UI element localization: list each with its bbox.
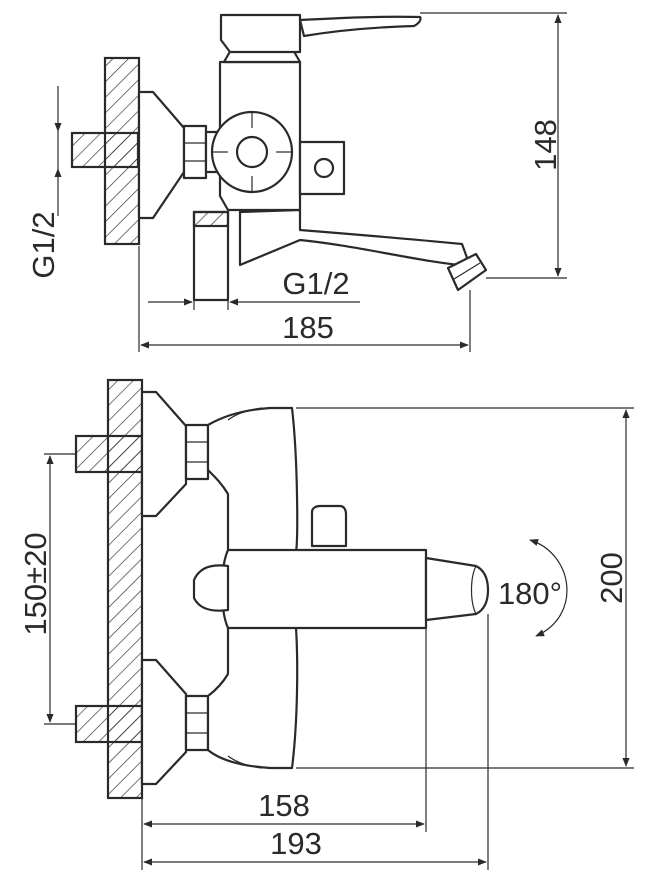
side-outlet-thread-label: G1/2 (282, 266, 349, 301)
side-diverter-thread (192, 210, 230, 228)
front-view: 180° 200 150±20 158 193 (18, 378, 634, 870)
front-escutcheon-top (140, 390, 188, 518)
side-escutcheon (137, 90, 186, 220)
front-lever-cylinder (220, 548, 428, 630)
front-inlet-pipe-top (74, 434, 144, 474)
side-lever-handle (298, 15, 422, 38)
front-lever-nose (192, 564, 230, 612)
side-height-label: 148 (528, 119, 563, 171)
front-lever-depth-label: 158 (258, 788, 310, 823)
side-spout (238, 208, 472, 268)
front-diverter-knob (310, 504, 348, 548)
side-valve-disc-inner (235, 135, 269, 169)
side-diverter-knob-dot (313, 157, 335, 179)
front-height-label: 200 (594, 552, 629, 604)
side-aerator (446, 252, 488, 292)
side-hex-nut (182, 124, 208, 180)
front-hex-nut-bottom (184, 694, 210, 752)
front-hex-nut-top (184, 423, 210, 481)
front-inlet-pipe-bottom (74, 704, 144, 744)
front-escutcheon-bottom (140, 658, 188, 786)
side-inlet-pipe (70, 131, 140, 169)
front-rotation-label: 180° (498, 576, 562, 611)
side-view: 148 G1/2 G1/2 185 (26, 12, 567, 352)
side-lever-base (219, 13, 302, 54)
front-lever-handle-end (424, 556, 490, 622)
side-width-label: 185 (282, 310, 334, 345)
side-wall-thread-label: G1/2 (26, 211, 61, 278)
front-rotation-arc (529, 539, 568, 637)
front-inlet-spacing-label: 150±20 (18, 532, 53, 635)
front-total-depth-label: 193 (270, 826, 322, 861)
